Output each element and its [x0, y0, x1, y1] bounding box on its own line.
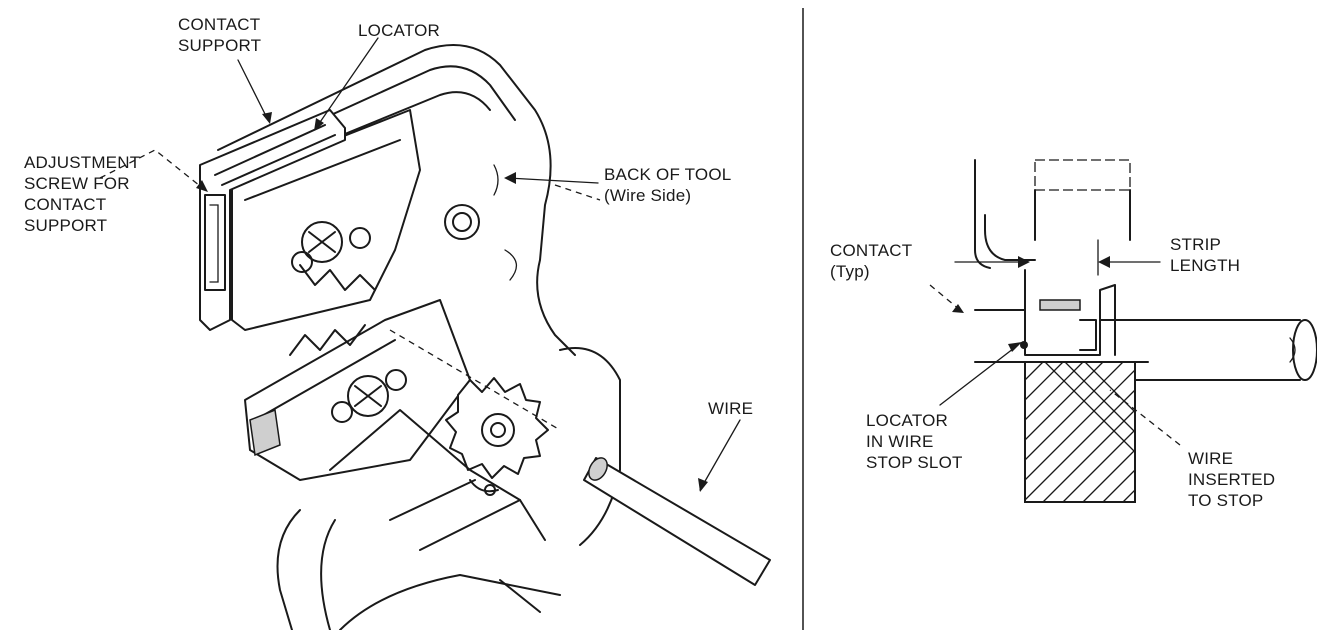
lower-die: [1024, 361, 1136, 503]
strip-length-arrow-right: [1098, 256, 1110, 268]
ratchet-pin: [484, 484, 496, 496]
upper-die-side: [974, 159, 991, 269]
label-strip-length-line-1: STRIP: [1170, 235, 1222, 254]
locator-leader-arrow: [314, 118, 324, 131]
locator-strip: [214, 124, 326, 176]
lower-hole-left: [331, 401, 353, 423]
label-contact-typ-line-1: CONTACT: [830, 241, 913, 260]
adjustment-leader: [99, 149, 206, 191]
pivot-bolt: [444, 204, 480, 240]
back-of-tool-leader-arrow: [504, 172, 516, 184]
tool-upper-body: [217, 44, 576, 356]
label-locator: LOCATOR: [358, 20, 440, 41]
upper-die-hatch: [1034, 159, 1131, 191]
tool-rear-dash: [554, 184, 601, 201]
label-back-of-tool-line-2: (Wire Side): [604, 186, 692, 205]
label-wire-inserted-line-2: INSERTED: [1188, 470, 1276, 489]
contact-slot: [1079, 319, 1097, 351]
tool-upper-inner-edge-2: [244, 91, 491, 176]
label-contact-typ-line-2: (Typ): [830, 262, 870, 281]
label-wire-inserted-line-1: WIRE: [1188, 449, 1234, 468]
label-adjustment-line-4: SUPPORT: [24, 216, 108, 235]
label-locator-slot-line-2: IN WIRE: [866, 432, 934, 451]
contact-support-face: [204, 194, 226, 291]
handle-body-curve: [559, 347, 621, 546]
label-contact-support: CONTACT SUPPORT: [178, 14, 261, 56]
label-back-of-tool-line-1: BACK OF TOOL: [604, 165, 732, 184]
label-back-of-tool: BACK OF TOOL (Wire Side): [604, 164, 731, 206]
label-adjustment-line-2: SCREW FOR: [24, 174, 130, 193]
handle-left-2: [320, 519, 336, 630]
contact-typ-arrow: [952, 304, 964, 313]
lower-jaw-bevel: [254, 339, 396, 421]
locator-leader: [315, 37, 379, 129]
contact-support-slot: [209, 204, 219, 283]
label-wire-inserted: WIRE INSERTED TO STOP: [1188, 448, 1275, 511]
handle-right-2: [499, 579, 541, 613]
label-contact-typ: CONTACT (Typ): [830, 240, 912, 282]
label-locator-in-slot: LOCATOR IN WIRE STOP SLOT: [866, 410, 963, 473]
tool-lower-frame-3: [419, 499, 521, 551]
lower-jaw-notch: [249, 408, 281, 457]
back-of-tool-leader: [507, 177, 599, 184]
label-wire-text: WIRE: [708, 399, 754, 418]
upper-hole-left: [349, 227, 371, 249]
contact-outline: [1024, 269, 1116, 356]
lower-hole-right: [385, 369, 407, 391]
label-contact-support-line-1: CONTACT: [178, 15, 261, 34]
lower-screw: [347, 375, 389, 417]
label-contact-support-line-2: SUPPORT: [178, 36, 262, 55]
adjustment-leader-arrow: [196, 180, 208, 192]
label-strip-length-line-2: LENGTH: [1170, 256, 1241, 275]
back-of-tool-mark-2: [504, 249, 517, 281]
locator-in-slot-dot: [1020, 341, 1028, 349]
locator-slot-leader: [939, 344, 1019, 406]
label-wire: WIRE: [708, 398, 753, 419]
contact-typ-leader: [929, 284, 961, 311]
section-wire: [1099, 319, 1317, 381]
label-adjustment-line-3: CONTACT: [24, 195, 107, 214]
back-of-tool-mark: [493, 164, 499, 196]
tool-upper-inner-edge: [231, 65, 516, 161]
label-adjustment-line-1: ADJUSTMENT: [24, 153, 141, 172]
locator-strip-2: [221, 134, 336, 186]
label-wire-inserted-line-3: TO STOP: [1188, 491, 1264, 510]
upper-die-body: [984, 189, 1131, 261]
upper-screw: [301, 221, 343, 263]
label-adjustment-screw: ADJUSTMENT SCREW FOR CONTACT SUPPORT: [24, 152, 140, 236]
label-locator-slot-line-1: LOCATOR: [866, 411, 949, 430]
wire-inserted-leader: [1109, 389, 1181, 446]
tool-lower-frame-2: [389, 479, 476, 521]
wire: [583, 457, 771, 586]
upper-jaw-bevel: [244, 139, 401, 201]
wire-leader: [699, 419, 741, 491]
upper-hole-right: [291, 251, 313, 273]
label-strip-length: STRIP LENGTH: [1170, 234, 1240, 276]
label-locator-text: LOCATOR: [358, 21, 441, 40]
contact-inner: [1039, 299, 1081, 311]
ratchet-wheel: [445, 377, 549, 479]
label-locator-slot-line-3: STOP SLOT: [866, 453, 963, 472]
contact-support-leader: [237, 59, 269, 121]
locator-slot-arrow: [1008, 342, 1022, 352]
upper-jaw-teeth: [299, 264, 376, 291]
lower-jaw-teeth: [289, 324, 366, 356]
wire-leader-arrow: [698, 478, 708, 492]
handle-right: [339, 574, 561, 630]
strip-length-arrow-left: [1018, 256, 1030, 268]
handle-left: [276, 509, 301, 630]
tool-lower-frame: [329, 409, 546, 541]
contact-support-leader-arrow: [262, 112, 272, 124]
